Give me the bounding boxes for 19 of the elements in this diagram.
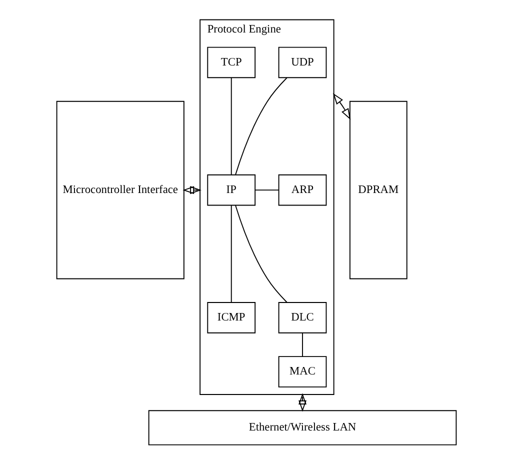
node-box: UDP — [278, 46, 327, 78]
node-box: ARP — [278, 174, 327, 206]
node-box: Microcontroller Interface — [56, 100, 184, 280]
node-box: MAC — [278, 356, 327, 388]
connector — [230, 77, 232, 176]
node-box: IP — [207, 174, 256, 206]
node-box: Ethernet/Wireless LAN — [148, 410, 457, 446]
connector — [230, 204, 232, 303]
node-box: DLC — [278, 302, 327, 334]
connector — [254, 190, 279, 191]
node-box: ICMP — [207, 302, 256, 334]
connector — [235, 204, 288, 303]
connector — [235, 77, 288, 176]
arrow — [182, 186, 202, 194]
arrow — [298, 393, 306, 412]
connector — [302, 332, 303, 358]
node-box: TCP — [207, 46, 256, 78]
arrow — [332, 93, 351, 120]
node-box: DPRAM — [349, 100, 408, 280]
